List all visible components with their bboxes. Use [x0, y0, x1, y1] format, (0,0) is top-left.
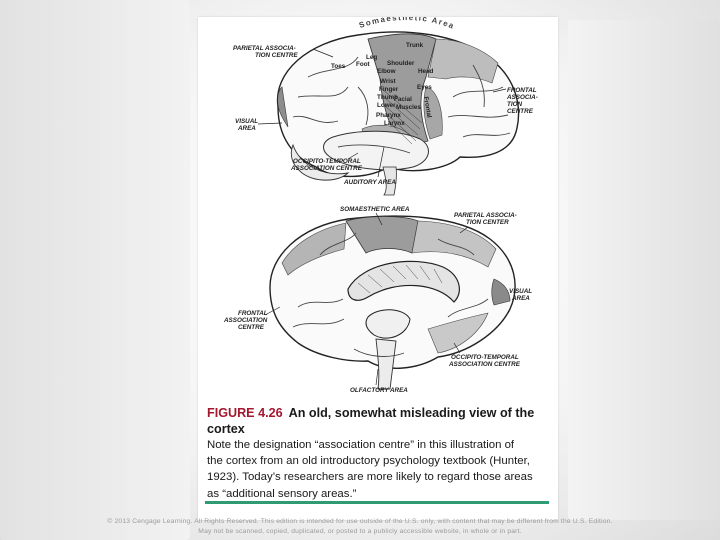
caption-body-line: as “additional sensory areas.”	[207, 487, 357, 500]
label-frontal-top-4: CENTRE	[507, 108, 534, 115]
leader-line	[257, 122, 283, 125]
cerebellum-outline	[290, 143, 350, 181]
corpus-callosum	[347, 260, 460, 303]
label-pharynx: Pharynx	[376, 112, 401, 119]
label-leg: Leg	[366, 54, 377, 61]
label-auditory: AUDITORY AREA	[343, 179, 396, 186]
lateral-sulci	[292, 56, 511, 154]
leader-line	[377, 146, 385, 178]
label-occ-bottom-1: OCCIPITO-TEMPORAL	[451, 354, 519, 361]
medial-occipital-area	[427, 312, 489, 354]
label-lower: Lower	[377, 102, 396, 109]
label-frontal-top-2: ASSOCIA-	[506, 94, 538, 101]
leader-line	[312, 48, 334, 58]
caption-body-line: Note the designation “association centre…	[207, 439, 515, 451]
brainstem-medial	[375, 338, 397, 390]
label-frontal-top-3: TION	[507, 101, 522, 108]
background-shape	[0, 0, 190, 540]
label-parietal-bottom-2: TION CENTER	[466, 219, 509, 226]
label-occ-bottom-2: ASSOCIATION CENTRE	[448, 361, 521, 368]
caption-title: FIGURE 4.26 An old, somewhat misleading …	[207, 405, 547, 437]
leader-line	[347, 152, 359, 160]
label-occ-top-1: OCCIPITO-TEMPORAL	[293, 158, 361, 165]
somaesthetic-arc-label: Somaesthetic Area	[358, 17, 456, 31]
caption-title-part1: An old, somewhat misleading view of the	[288, 406, 535, 420]
medial-parietal-area	[411, 220, 497, 268]
medial-visual-area	[491, 278, 511, 306]
caption-accent-rule	[205, 501, 549, 504]
copyright-footer: © 2013 Cengage Learning. All Rights Rese…	[70, 517, 650, 536]
label-shoulder: Shoulder	[387, 60, 415, 67]
leader-line	[375, 212, 383, 226]
label-frontal-top-1: FRONTAL	[507, 87, 537, 94]
label-wrist: Wrist	[380, 78, 397, 85]
figure-caption: FIGURE 4.26 An old, somewhat misleading …	[207, 405, 547, 502]
label-parietal-top-1: PARIETAL ASSOCIA-	[233, 45, 296, 52]
label-visual-bottom-1: VISUAL	[509, 288, 532, 295]
label-head: Head	[418, 68, 434, 75]
parietal-shaded-area	[427, 38, 499, 84]
label-parietal-top-2: TION CENTRE	[255, 52, 298, 59]
callosum-hatching	[357, 264, 443, 294]
temporal-lobe-outline	[323, 130, 429, 171]
label-trunk: Trunk	[406, 42, 424, 49]
caption-body-line: the cortex from an old introductory psyc…	[207, 455, 530, 468]
label-elbow: Elbow	[377, 68, 396, 75]
label-toes: Toes	[331, 63, 346, 70]
caption-body: Note the designation “association centre…	[207, 437, 547, 502]
background-shape	[568, 20, 720, 520]
medial-sulci	[292, 232, 489, 357]
lateral-brain-illustration	[276, 31, 520, 196]
strip-hatching	[381, 88, 423, 145]
thalamus-outline	[365, 309, 411, 339]
brainstem	[382, 166, 397, 196]
leader-line	[492, 88, 507, 93]
leader-line	[264, 306, 281, 316]
label-thumb: Thumb	[377, 94, 398, 101]
label-frontal-bottom-2: ASSOCIATION	[223, 317, 268, 324]
caption-title-part2: cortex	[207, 422, 245, 436]
footer-line-1: © 2013 Cengage Learning. All Rights Rese…	[107, 518, 613, 525]
leader-line	[459, 226, 469, 234]
label-eyes: Eyes	[417, 84, 432, 91]
leader-line	[453, 342, 461, 354]
label-muscles: Muscles	[396, 104, 421, 111]
label-frontal-bottom-1: FRONTAL	[238, 310, 268, 317]
footer-line-2: May not be scanned, copied, duplicated, …	[198, 527, 522, 535]
label-occ-top-2: ASSOCIATION CENTRE	[290, 165, 363, 172]
label-somaesthetic-bottom: SOMAESTHETIC AREA	[340, 206, 410, 213]
label-visual-top-2: AREA	[237, 125, 256, 132]
label-fingers: Finger	[379, 86, 399, 93]
label-frontal-bottom-3: CENTRE	[238, 324, 265, 331]
label-visual-top-1: VISUAL	[235, 118, 258, 125]
label-facial: Facial	[394, 96, 412, 103]
textbook-page: Somaesthetic Area Trunk Leg Foot Toes Sh…	[198, 17, 558, 520]
label-larynx: Larynx	[384, 120, 405, 127]
figure-number: FIGURE 4.26	[207, 406, 283, 420]
label-frontal-side: Frontal	[422, 96, 433, 118]
label-olfactory: OLFACTORY AREA	[350, 387, 408, 394]
leader-line	[375, 368, 379, 386]
somaesthetic-strip	[367, 33, 437, 148]
label-foot: Foot	[356, 61, 371, 68]
label-parietal-bottom-1: PARIETAL ASSOCIA-	[454, 212, 517, 219]
caption-body-line: 1923). Today’s researchers are more like…	[207, 471, 533, 484]
medial-frontal-area	[281, 222, 347, 276]
medial-brain-illustration	[269, 215, 516, 390]
visual-shaded-area	[277, 86, 289, 128]
frontal-lower-shaded	[423, 86, 443, 140]
label-visual-bottom-2: AREA	[511, 295, 530, 302]
brain-figure: Somaesthetic Area Trunk Leg Foot Toes Sh…	[223, 17, 538, 394]
